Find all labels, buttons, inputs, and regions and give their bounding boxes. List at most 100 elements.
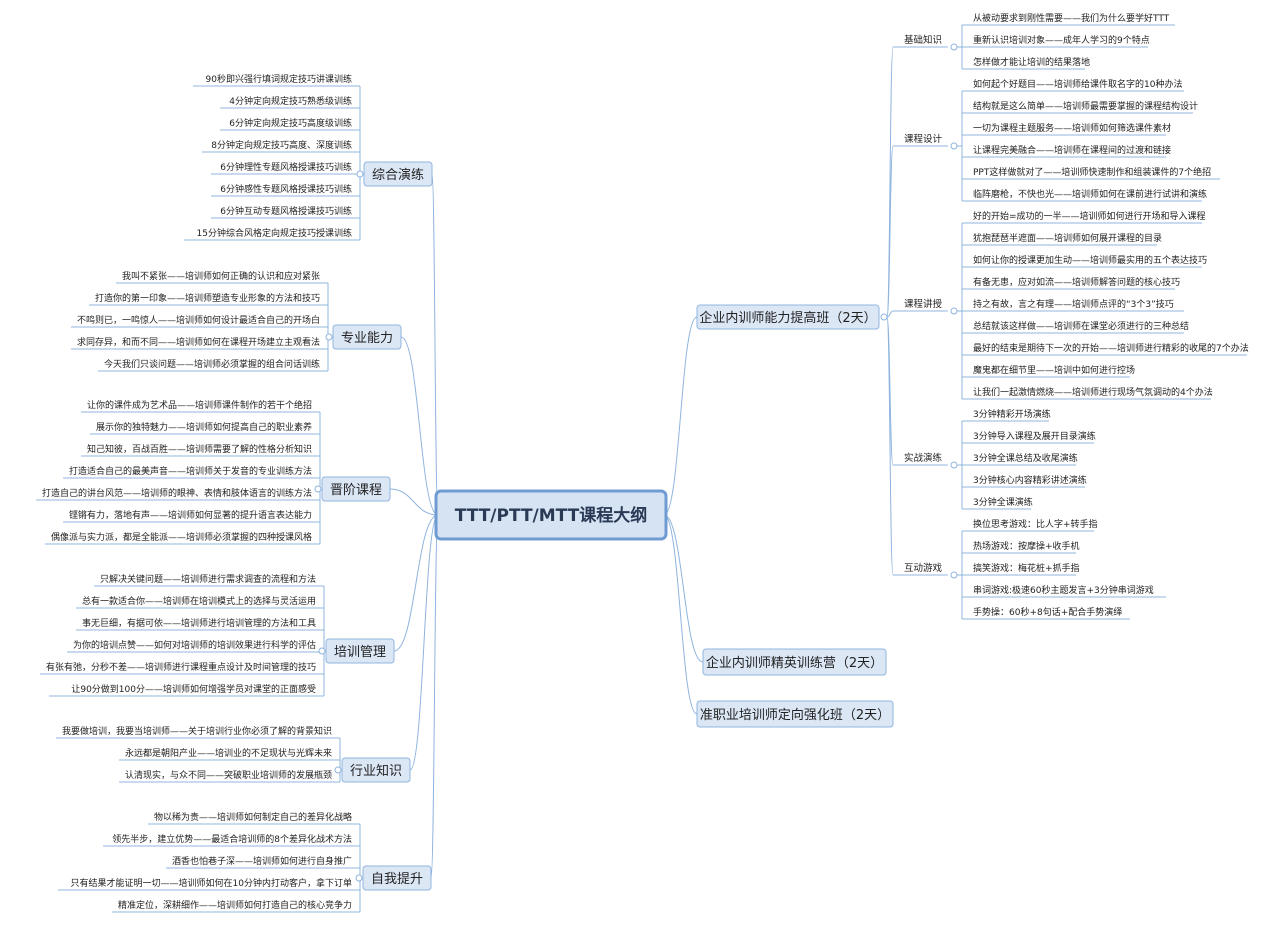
leaf-item: 事无巨细，有据可依——培训师进行培训管理的方法和工具: [82, 617, 316, 629]
topic-label[interactable]: 晋阶课程: [330, 483, 382, 498]
leaf-item: 手势操：60秒+8句话+配合手势演绎: [973, 606, 1122, 618]
leaf-item: 有张有弛，分秒不差——培训师进行课程重点设计及时间管理的技巧: [46, 661, 316, 673]
connector: [663, 316, 698, 516]
leaf-item: 求同存异，和而不同——培训师如何在课程开场建立主观看法: [77, 336, 320, 348]
leaf-item: 魔鬼都在细节里——培训中如何进行控场: [973, 364, 1135, 376]
topic-box[interactable]: [332, 324, 402, 350]
leaf-item: 酒香也怕巷子深——培训师如何进行自身推广: [172, 855, 352, 867]
leaf-item: 6分钟理性专题风格授课技巧训练: [220, 161, 352, 173]
topic-box[interactable]: [325, 638, 395, 664]
collapse-toggle[interactable]: [950, 461, 958, 469]
leaf-item: 永远都是朝阳产业——培训业的不足现状与光辉未来: [125, 747, 332, 759]
topic-label[interactable]: 综合演练: [372, 167, 424, 183]
connector: [663, 514, 698, 715]
leaf-item: 领先半步，建立优势——最适合培训师的8个差异化战术方法: [112, 833, 352, 845]
leaf-item: 3分钟全课总结及收尾演练: [973, 452, 1078, 464]
leaf-item: 持之有故，言之有理——培训师点评的“3个3”技巧: [973, 298, 1174, 310]
connector: [886, 46, 894, 318]
leaf-item: 展示你的独特魅力——培训师如何提高自己的职业素养: [96, 421, 312, 433]
leaf-item: 3分钟核心内容精彩讲述演练: [973, 474, 1087, 486]
leaf-item: 一切为课程主题服务——培训师如何筛选课件素材: [973, 122, 1171, 134]
leaf-item: 让课程完美融合——培训师在课程间的过渡和链接: [973, 144, 1171, 156]
leaf-item: 知己知彼，百战百胜——培训师需要了解的性格分析知识: [87, 443, 312, 455]
connector: [663, 514, 704, 663]
topic-box[interactable]: [696, 304, 880, 330]
topic-label[interactable]: 行业知识: [350, 763, 402, 779]
leaf-item: 让90分做到100分——培训师如何增强学员对课堂的正面感受: [71, 683, 316, 695]
root-node[interactable]: [434, 489, 668, 541]
collapse-toggle[interactable]: [334, 766, 342, 774]
leaf-item: 我要做培训，我要当培训师——关于培训行业你必须了解的背景知识: [62, 725, 332, 737]
connector: [431, 173, 439, 516]
leaf-item: 犹抱琵琶半遮面——培训师如何展开课程的目录: [973, 232, 1162, 244]
topic-label[interactable]: 培训管理: [334, 644, 386, 660]
subtopic-label[interactable]: 课程设计: [904, 133, 943, 145]
leaf-item: 从被动要求到刚性需要——我们为什么要学好TTT: [973, 12, 1170, 24]
connector: [400, 336, 439, 516]
leaf-item: 让我们一起激情燃烧——培训师进行现场气氛调动的4个办法: [973, 386, 1213, 398]
connector: [886, 145, 894, 318]
topic-label[interactable]: 企业内训师精英训练营（2天）: [706, 655, 883, 671]
leaf-item: 6分钟定向规定技巧高度级训练: [229, 117, 352, 129]
leaf-item: 总结就该这样做——培训师在课堂必须进行的三种总结: [973, 320, 1189, 332]
root-title[interactable]: TTT/PTT/MTT课程大纲: [455, 505, 648, 526]
topic-box[interactable]: [362, 865, 432, 891]
leaf-item: 结构就是这么简单——培训师最需要掌握的课程结构设计: [973, 100, 1198, 112]
collapse-toggle[interactable]: [950, 142, 958, 150]
leaf-item: 如何起个好题目——培训师给课件取名字的10种办法: [973, 78, 1182, 90]
collapse-toggle[interactable]: [356, 170, 364, 178]
topic-label[interactable]: 专业能力: [341, 331, 393, 346]
leaf-item: 8分钟定向规定技巧高度、深度训练: [211, 139, 352, 151]
leaf-item: 热场游戏：按摩操+收手机: [973, 540, 1080, 552]
leaf-item: 重新认识培训对象——成年人学习的9个特点: [973, 34, 1150, 46]
subtopic-label[interactable]: 课程讲授: [904, 298, 943, 310]
leaf-item: 6分钟互动专题风格授课技巧训练: [220, 205, 352, 217]
leaf-item: 认清现实，与众不同——突破职业培训师的发展瓶颈: [125, 769, 332, 781]
leaf-item: 打造自己的讲台风范——培训师的眼神、表情和肢体语言的训练方法: [42, 487, 312, 499]
topic-box[interactable]: [341, 757, 411, 783]
topic-label[interactable]: 自我提升: [371, 871, 423, 887]
topic-box[interactable]: [702, 648, 887, 676]
collapse-toggle[interactable]: [950, 43, 958, 51]
leaf-item: 为你的培训点赞——如何对培训师的培训效果进行科学的评估: [73, 639, 316, 651]
collapse-toggle[interactable]: [950, 307, 958, 315]
leaf-item: 临阵磨枪，不快也光——培训师如何在课前进行试讲和演练: [973, 188, 1207, 200]
subtopic-label[interactable]: 基础知识: [904, 34, 942, 46]
leaf-item: 只解决关键问题——培训师进行需求调查的流程和方法: [100, 573, 316, 585]
leaf-item: 我叫不紧张——培训师如何正确的认识和应对紧张: [122, 270, 320, 282]
leaf-item: 有备无患，应对如流——培训师解答问题的核心技巧: [973, 276, 1180, 288]
connector: [886, 310, 894, 318]
leaf-item: 精准定位，深耕细作——培训师如何打造自己的核心竞争力: [118, 899, 352, 911]
topic-box[interactable]: [363, 161, 433, 187]
leaf-item: 今天我们只谈问题——培训师必须掌握的组合问话训练: [104, 358, 320, 370]
collapse-toggle[interactable]: [880, 313, 888, 321]
leaf-item: 总有一款适合你——培训师在培训模式上的选择与灵活运用: [82, 595, 316, 607]
leaf-item: 打造适合自己的最美声音——培训师关于发音的专业训练方法: [69, 465, 312, 477]
topic-box[interactable]: [696, 700, 894, 728]
subtopic-label[interactable]: 互动游戏: [904, 562, 943, 574]
leaf-item: 4分钟定向规定技巧熟悉级训练: [229, 95, 352, 107]
leaf-item: 最好的结束是期待下一次的开始——培训师进行精彩的收尾的7个办法: [973, 342, 1249, 354]
leaf-item: 物以稀为贵——培训师如何制定自己的差异化战略: [154, 811, 352, 823]
leaf-item: PPT这样做就对了——培训师快速制作和组装课件的7个绝招: [973, 166, 1211, 178]
leaf-item: 打造你的第一印象——培训师塑造专业形象的方法和技巧: [95, 292, 320, 304]
collapse-toggle[interactable]: [325, 333, 333, 341]
subtopic-label[interactable]: 实战演练: [904, 452, 943, 464]
leaf-item: 搞笑游戏：梅花桩+抓手指: [973, 562, 1080, 574]
leaf-item: 3分钟导入课程及展开目录演练: [973, 430, 1096, 442]
collapse-toggle[interactable]: [950, 571, 958, 579]
leaf-item: 串词游戏:极速60秒主题发言+3分钟串词游戏: [973, 584, 1154, 596]
leaf-item: 好的开始=成功的一半——培训师如何进行开场和导入课程: [973, 210, 1206, 222]
collapse-toggle[interactable]: [318, 647, 326, 655]
topic-label[interactable]: 企业内训师能力提高班（2天）: [699, 310, 876, 326]
topic-box[interactable]: [321, 476, 391, 502]
leaf-item: 换位思考游戏：比人字+转手指: [973, 518, 1098, 530]
leaf-item: 不鸣则已，一鸣惊人——培训师如何设计最适合自己的开场白: [77, 314, 320, 326]
leaf-item: 如何让你的授课更加生动——培训师最实用的五个表达技巧: [973, 254, 1207, 266]
leaf-item: 让你的课件成为艺术品——培训师课件制作的若干个绝招: [87, 399, 312, 411]
collapse-toggle[interactable]: [314, 485, 322, 493]
collapse-toggle[interactable]: [355, 874, 363, 882]
leaf-item: 怎样做才能让培训的结果落地: [973, 56, 1090, 68]
topic-label[interactable]: 准职业培训师定向强化班（2天）: [700, 707, 890, 723]
